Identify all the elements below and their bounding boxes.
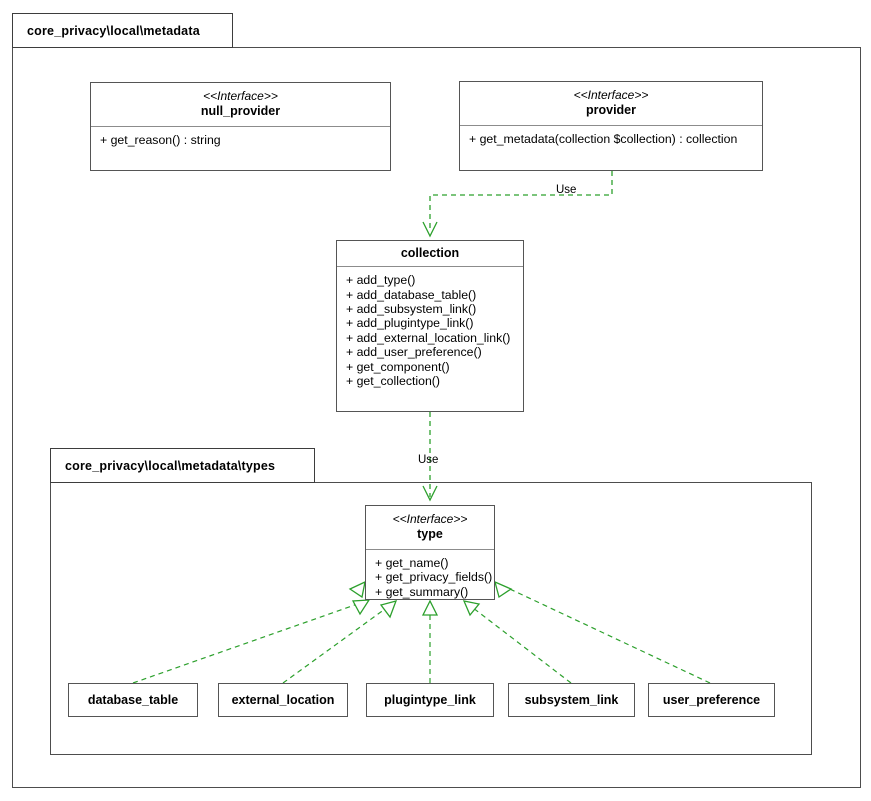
package-tab-metadata: core_privacy\local\metadata: [12, 13, 233, 48]
class-members-collection: + add_type() + add_database_table() + ad…: [337, 267, 523, 411]
class-box-null-provider[interactable]: <<Interface>> null_provider + get_reason…: [90, 82, 391, 171]
class-box-type[interactable]: <<Interface>> type + get_name() + get_pr…: [365, 505, 495, 600]
class-box-user-preference[interactable]: user_preference: [648, 683, 775, 717]
class-members-null-provider: + get_reason() : string: [91, 127, 390, 170]
class-name-database-table: database_table: [87, 693, 179, 707]
class-box-external-location[interactable]: external_location: [218, 683, 348, 717]
package-frame-types: [50, 482, 812, 755]
class-name-type: type: [417, 526, 443, 541]
class-name-external-location: external_location: [231, 693, 335, 707]
stereotype-label: <<Interface>>: [573, 88, 649, 102]
class-member: + get_privacy_fields(): [375, 570, 493, 585]
class-members-type: + get_name() + get_privacy_fields() + ge…: [366, 550, 494, 607]
class-header-collection: collection: [337, 241, 523, 268]
class-member: + add_subsystem_link(): [346, 302, 477, 316]
class-member: + add_user_preference(): [346, 345, 482, 360]
class-member: + add_database_table(): [346, 287, 477, 302]
class-header-provider: <<Interface>> provider: [460, 82, 762, 126]
package-frame-metadata: [12, 47, 861, 788]
class-box-collection[interactable]: collection + add_type() + add_database_t…: [336, 240, 524, 412]
class-member: + add_plugintype_link(): [346, 316, 474, 331]
class-box-subsystem-link[interactable]: subsystem_link: [508, 683, 635, 717]
stereotype-label: <<Interface>>: [203, 89, 278, 103]
stereotype-label: <<Interface>>: [392, 512, 468, 526]
package-tab-types: core_privacy\local\metadata\types: [50, 448, 315, 483]
package-label-metadata: core_privacy\local\metadata: [27, 23, 200, 38]
class-header-null-provider: <<Interface>> null_provider: [91, 83, 390, 127]
class-name-plugintype-link: plugintype_link: [384, 693, 476, 707]
package-label-types: core_privacy\local\metadata\types: [65, 458, 276, 473]
class-member: + get_component(): [346, 359, 450, 374]
class-member: + add_external_location_link(): [346, 330, 511, 345]
class-member: + get_metadata(collection $collection) :…: [469, 131, 738, 146]
class-members-provider: + get_metadata(collection $collection) :…: [460, 126, 762, 170]
class-box-provider[interactable]: <<Interface>> provider + get_metadata(co…: [459, 81, 763, 171]
class-member: + add_type(): [346, 273, 416, 288]
edge-label-use-provider-collection: Use: [556, 184, 577, 196]
edge-label-use-collection-type: Use: [418, 454, 439, 466]
class-name-subsystem-link: subsystem_link: [524, 693, 619, 707]
class-name-collection: collection: [400, 246, 460, 260]
class-box-database-table[interactable]: database_table: [68, 683, 198, 717]
class-box-plugintype-link[interactable]: plugintype_link: [366, 683, 494, 717]
class-name-user-preference: user_preference: [662, 693, 761, 707]
class-member: + get_summary(): [375, 584, 469, 599]
class-header-type: <<Interface>> type: [366, 506, 494, 550]
class-member: + get_name(): [375, 555, 449, 570]
class-member: + get_reason() : string: [100, 132, 221, 147]
class-member: + get_collection(): [346, 373, 440, 388]
class-name-provider: provider: [585, 102, 636, 117]
class-name-null-provider: null_provider: [200, 103, 281, 118]
